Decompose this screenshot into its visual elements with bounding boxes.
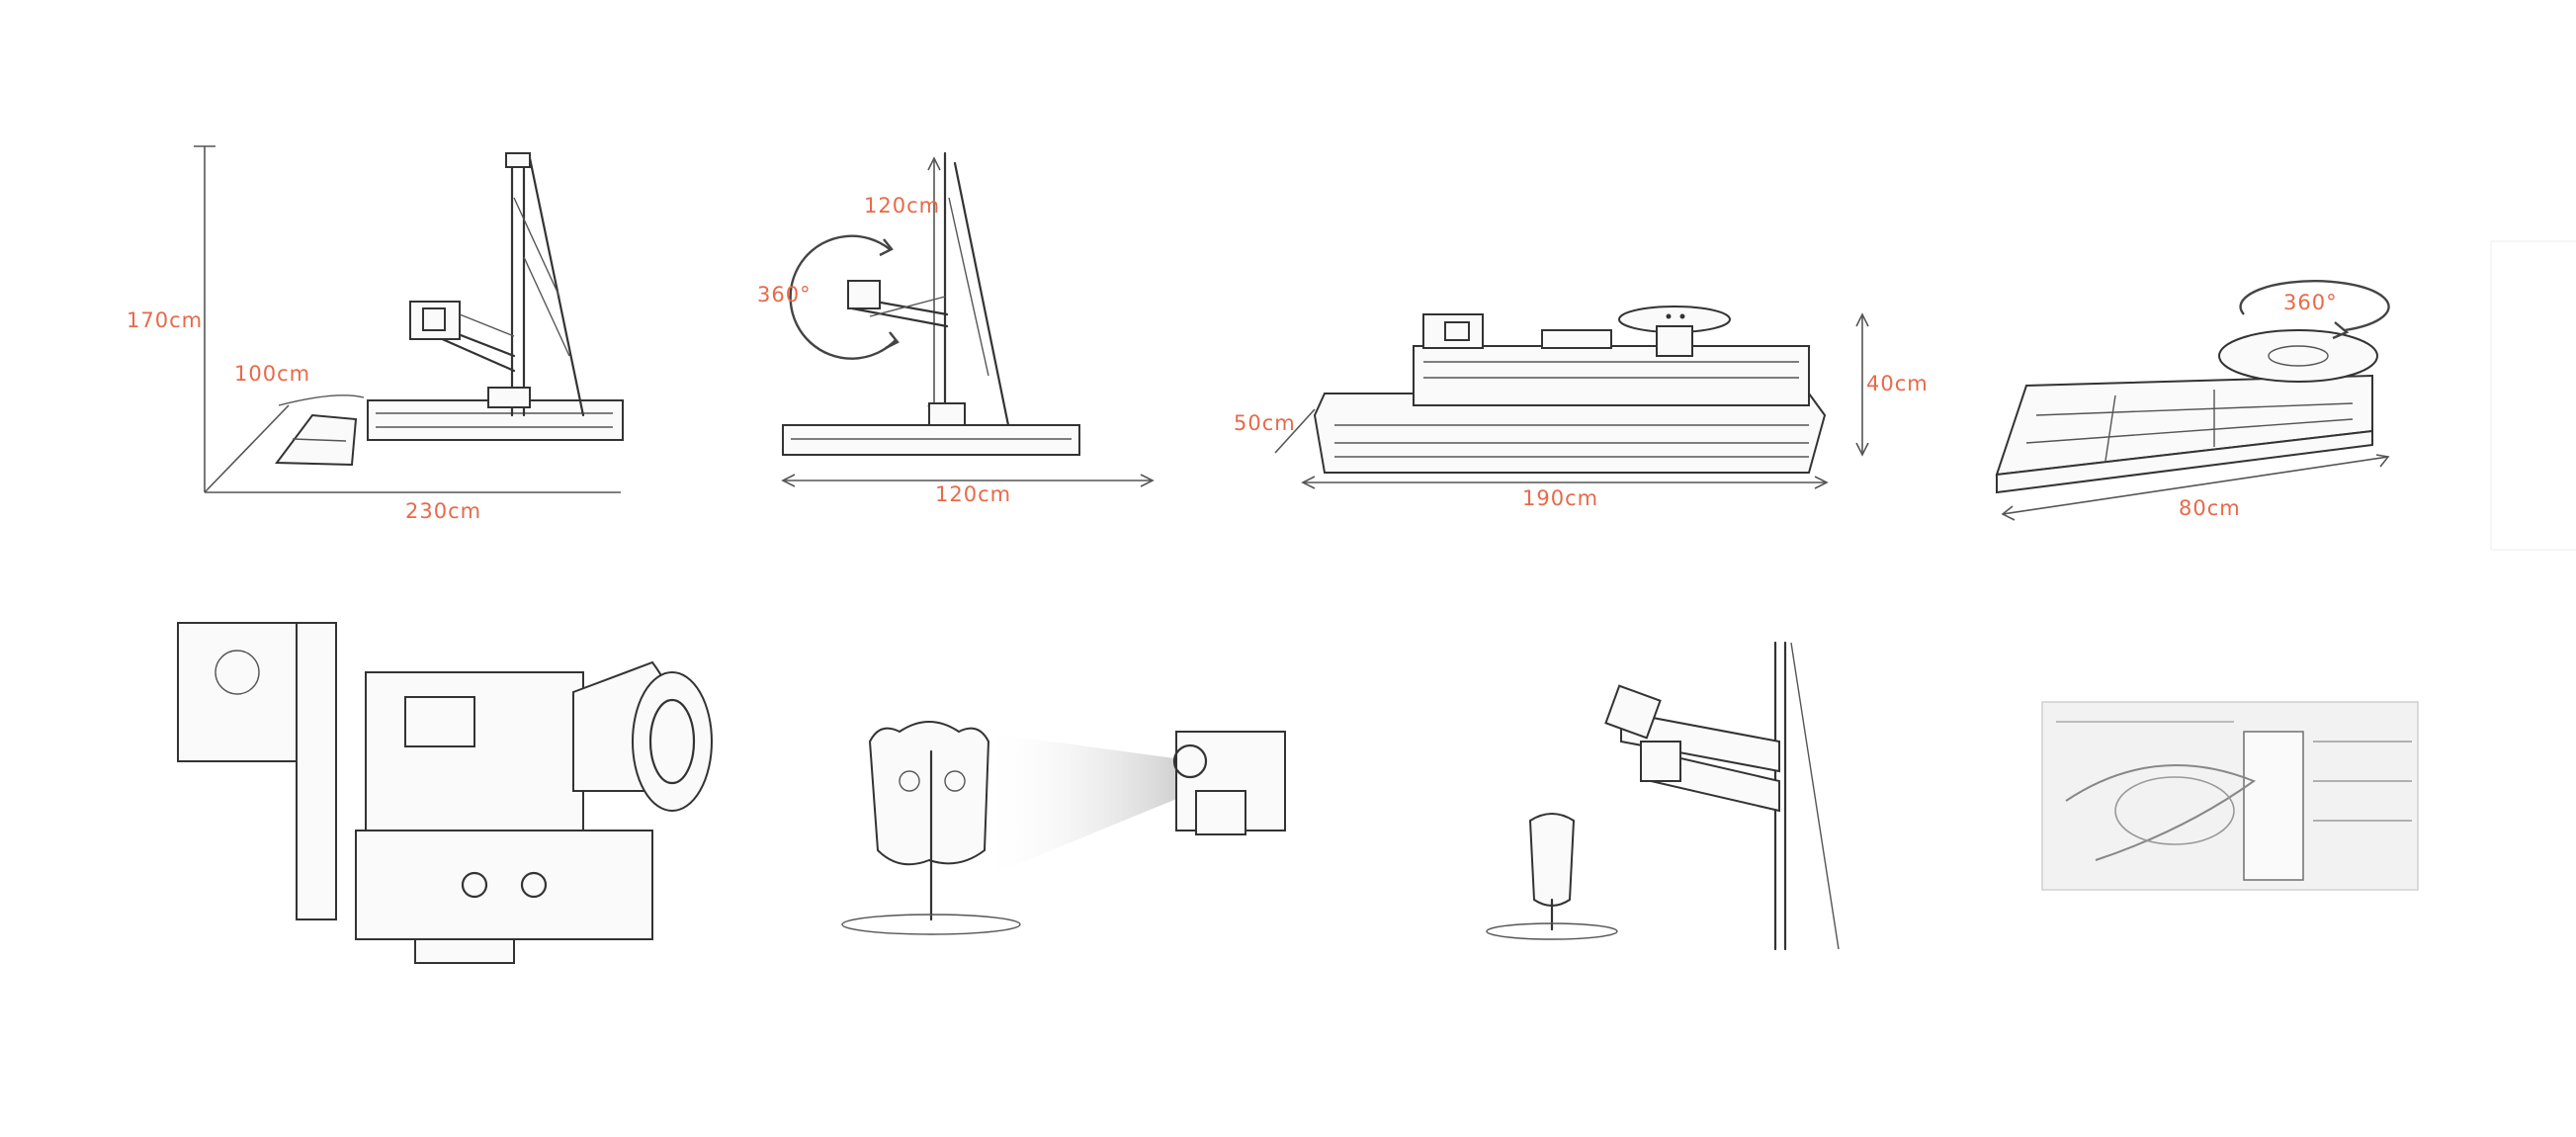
packed-configuration-diagram: 50cm 40cm 190cm: [1216, 0, 1928, 554]
scanning-mask-drawing: [840, 653, 1334, 939]
width-label: 190cm: [1522, 486, 1599, 510]
turntable-drawing: [1995, 240, 2576, 551]
turntable-diagram: 360° 80cm: [1957, 0, 2576, 554]
packed-configuration-drawing: [1274, 306, 1869, 489]
rig-setup-drawing: [194, 145, 624, 493]
depth-label: 50cm: [1234, 411, 1296, 435]
mechanism-detail-drawing: [2036, 682, 2432, 910]
rotation-label: 360°: [757, 283, 812, 306]
arm-camera-mask-drawing: [1483, 633, 1918, 959]
depth-label: 100cm: [234, 362, 311, 386]
height-label: 120cm: [864, 194, 941, 218]
height-label: 170cm: [127, 308, 204, 332]
height-label: 40cm: [1866, 372, 1929, 395]
rotation-label: 360°: [2283, 291, 2338, 314]
side-view-diagram: 120cm 360° 120cm: [722, 0, 1176, 554]
camera-closeup-drawing: [158, 603, 713, 969]
width-label: 80cm: [2179, 496, 2241, 520]
width-label: 120cm: [935, 482, 1012, 506]
width-label: 230cm: [405, 499, 482, 523]
rig-setup-diagram: 170cm 100cm 230cm: [0, 0, 652, 554]
side-view-drawing: [781, 151, 1155, 487]
